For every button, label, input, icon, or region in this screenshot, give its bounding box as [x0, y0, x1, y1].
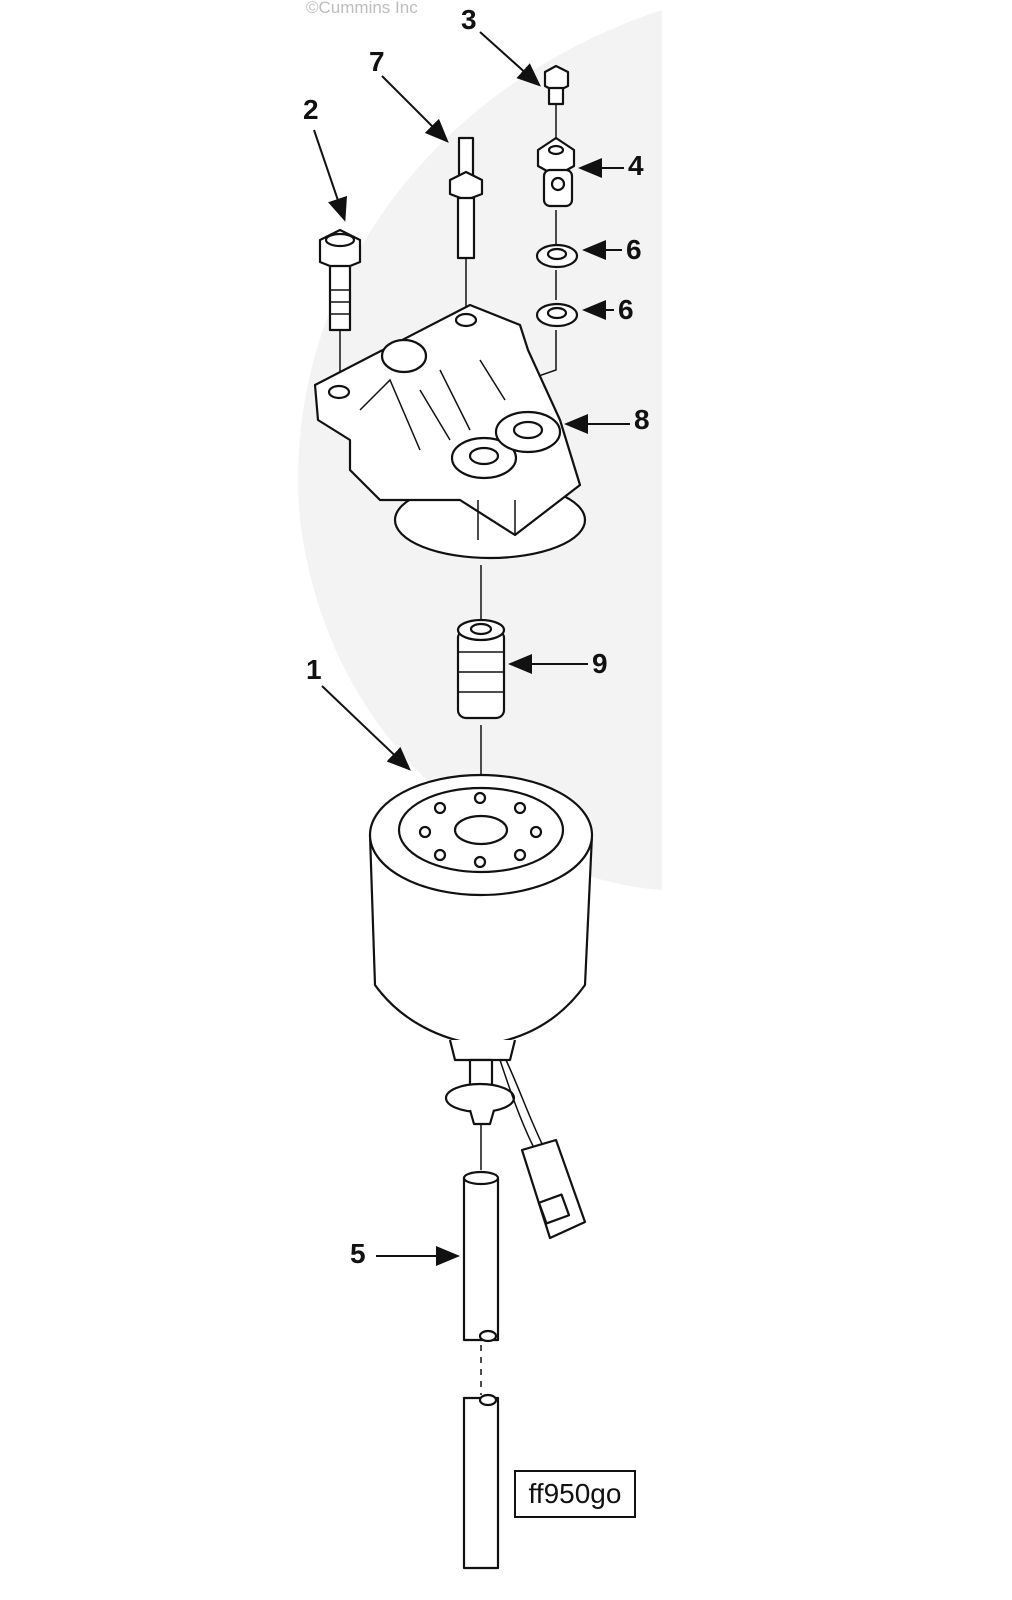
part-3-banjo-bolt [543, 64, 570, 106]
part-4-banjo-fitting [536, 136, 576, 208]
figure-code-label: ff950go [514, 1470, 636, 1518]
callout-6-upper: 6 [626, 234, 642, 265]
part-1-fuel-filter [368, 773, 594, 1240]
callout-6-lower: 6 [618, 294, 634, 325]
callout-4: 4 [628, 150, 644, 181]
copyright-notice: ©Cummins Inc [306, 0, 418, 17]
assembly-centerlines [339, 92, 557, 1395]
leader-arrows [313, 31, 630, 1266]
part-5-drain-tube [462, 1170, 500, 1570]
callout-9: 9 [592, 648, 608, 679]
callout-3: 3 [461, 4, 477, 35]
part-8-filter-head [313, 303, 587, 560]
callout-2: 2 [303, 94, 319, 125]
part-7-stud [448, 136, 484, 260]
callout-1: 1 [306, 654, 322, 685]
part-6-sealing-washer-lower [535, 302, 579, 328]
callout-8: 8 [634, 404, 650, 435]
part-2-hex-bolt [318, 228, 362, 332]
callout-5: 5 [350, 1238, 366, 1269]
part-9-adapter [456, 618, 506, 720]
callout-7: 7 [369, 46, 385, 77]
part-6-sealing-washer-upper [535, 243, 579, 269]
